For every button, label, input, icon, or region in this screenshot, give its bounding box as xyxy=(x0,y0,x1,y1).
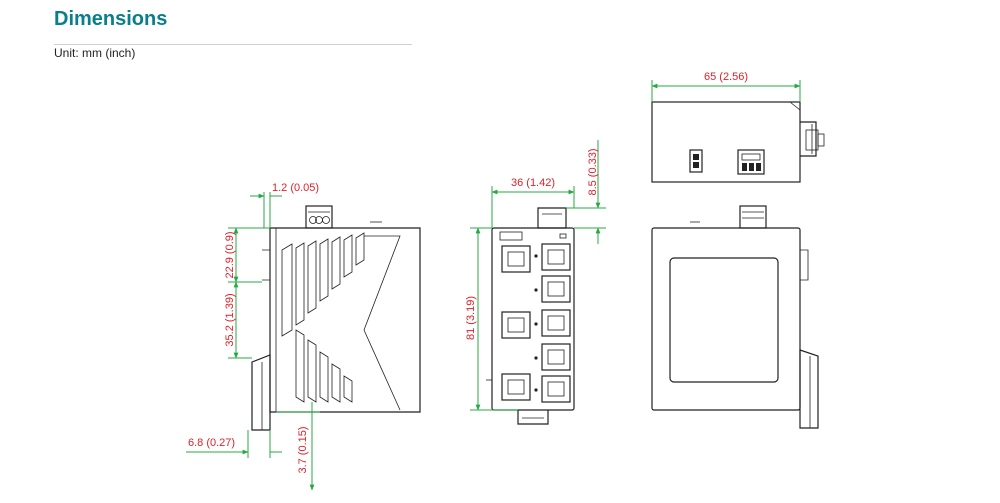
unit-label: Unit: mm (inch) xyxy=(54,46,136,60)
side-dimensions: 1.2 (0.05) 22.9 (0.9) 35.2 (1.39) 6.8 (0… xyxy=(186,182,320,491)
rear-panel xyxy=(669,257,779,383)
side-vents-upper xyxy=(281,232,365,337)
side-view xyxy=(251,205,421,431)
side-vents-lower xyxy=(295,329,353,403)
front-dimensions: 36 (1.42) 8.5 (0.33) 81 (3.19) xyxy=(465,140,606,411)
dim-front-connector-height: 8.5 (0.33) xyxy=(587,148,599,195)
dim-front-height: 81 (3.19) xyxy=(465,296,477,340)
dim-side-middle: 35.2 (1.39) xyxy=(224,293,236,346)
top-body-outline xyxy=(651,101,801,183)
dim-side-upper: 22.9 (0.9) xyxy=(224,231,236,278)
front-top-connector xyxy=(537,207,567,229)
front-body-outline xyxy=(491,227,575,411)
top-view xyxy=(651,101,825,183)
side-din-clip xyxy=(251,354,271,431)
top-dimensions: 65 (2.56) xyxy=(651,71,801,102)
top-terminal-block xyxy=(737,149,765,175)
side-body-outline xyxy=(269,227,421,413)
dim-front-width: 36 (1.42) xyxy=(511,177,555,189)
dim-side-bottom-right: 3.7 (0.15) xyxy=(297,426,309,473)
rear-body-outline xyxy=(651,227,801,411)
page-title: Dimensions xyxy=(54,8,168,30)
dim-side-bottom-left: 6.8 (0.27) xyxy=(188,437,235,449)
front-view xyxy=(486,207,575,425)
rear-view xyxy=(651,205,819,429)
title-divider xyxy=(54,44,412,45)
front-ports xyxy=(501,243,571,403)
dim-top-width: 65 (2.56) xyxy=(704,71,748,83)
dim-side-top-offset: 1.2 (0.05) xyxy=(272,182,319,194)
